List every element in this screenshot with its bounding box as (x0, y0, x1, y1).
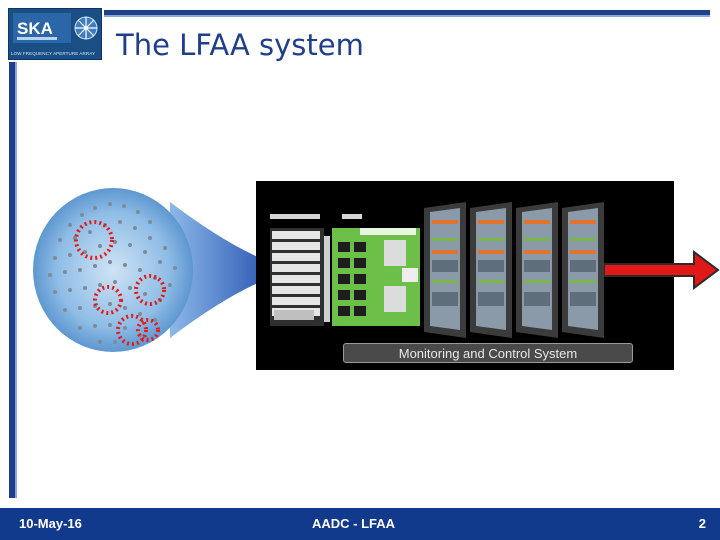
board-chips (338, 242, 366, 316)
antenna-field-illustration (33, 188, 260, 352)
station-ring (134, 274, 166, 306)
side-rule (9, 62, 15, 498)
logo-wordmark: SKA (17, 19, 53, 38)
station-rings (74, 220, 166, 346)
footer-bar: 10-May-16 AADC - LFAA 2 (0, 508, 720, 540)
footer-title: AADC - LFAA (312, 516, 396, 531)
ska-logo: SKA LOW FREQUENCY APERTURE ARRAY (8, 8, 102, 60)
server-racks (424, 202, 604, 338)
monitoring-control-label: Monitoring and Control System (343, 343, 633, 363)
station-ring (116, 314, 148, 346)
station-ring (74, 220, 114, 260)
header-rule-accent (104, 15, 710, 17)
server-rack (516, 202, 558, 338)
server-rack (562, 202, 604, 338)
page-number: 2 (698, 516, 706, 531)
station-ring (93, 285, 123, 315)
logo-tagline: LOW FREQUENCY APERTURE ARRAY (11, 51, 96, 56)
station-ring (136, 318, 160, 342)
side-rule-accent (15, 62, 17, 498)
output-arrow-icon (604, 250, 720, 290)
signal-beam (170, 202, 260, 338)
antenna-field (33, 188, 193, 352)
server-rack (470, 202, 512, 338)
ska-logo-icon: SKA (13, 13, 71, 43)
header-rule (104, 10, 710, 15)
dish-star-icon (74, 16, 98, 40)
tile-processing-board (270, 214, 420, 328)
footer-date: 10-May-16 (19, 516, 82, 531)
slide-title: The LFAA system (116, 28, 364, 62)
server-rack (424, 202, 466, 338)
